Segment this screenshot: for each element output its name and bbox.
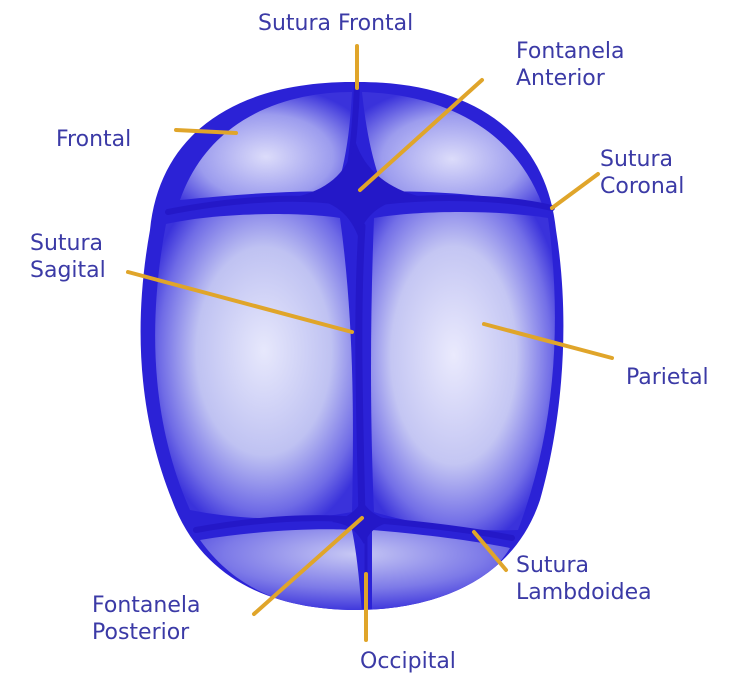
label-fontanela-anterior: Fontanela Anterior (516, 38, 624, 92)
label-fontanela-posterior: Fontanela Posterior (92, 592, 200, 646)
label-sutura-lambdoidea: Sutura Lambdoidea (516, 552, 652, 606)
label-parietal: Parietal (626, 364, 709, 391)
label-sutura-coronal: Sutura Coronal (600, 146, 684, 200)
parietal-bone-left (155, 214, 353, 518)
label-frontal: Frontal (56, 126, 131, 153)
leader-sutura-coronal (552, 174, 598, 208)
parietal-bone-right (371, 212, 555, 530)
label-sutura-sagital: Sutura Sagital (30, 230, 106, 284)
label-sutura-frontal: Sutura Frontal (258, 10, 413, 37)
label-occipital: Occipital (360, 648, 456, 675)
